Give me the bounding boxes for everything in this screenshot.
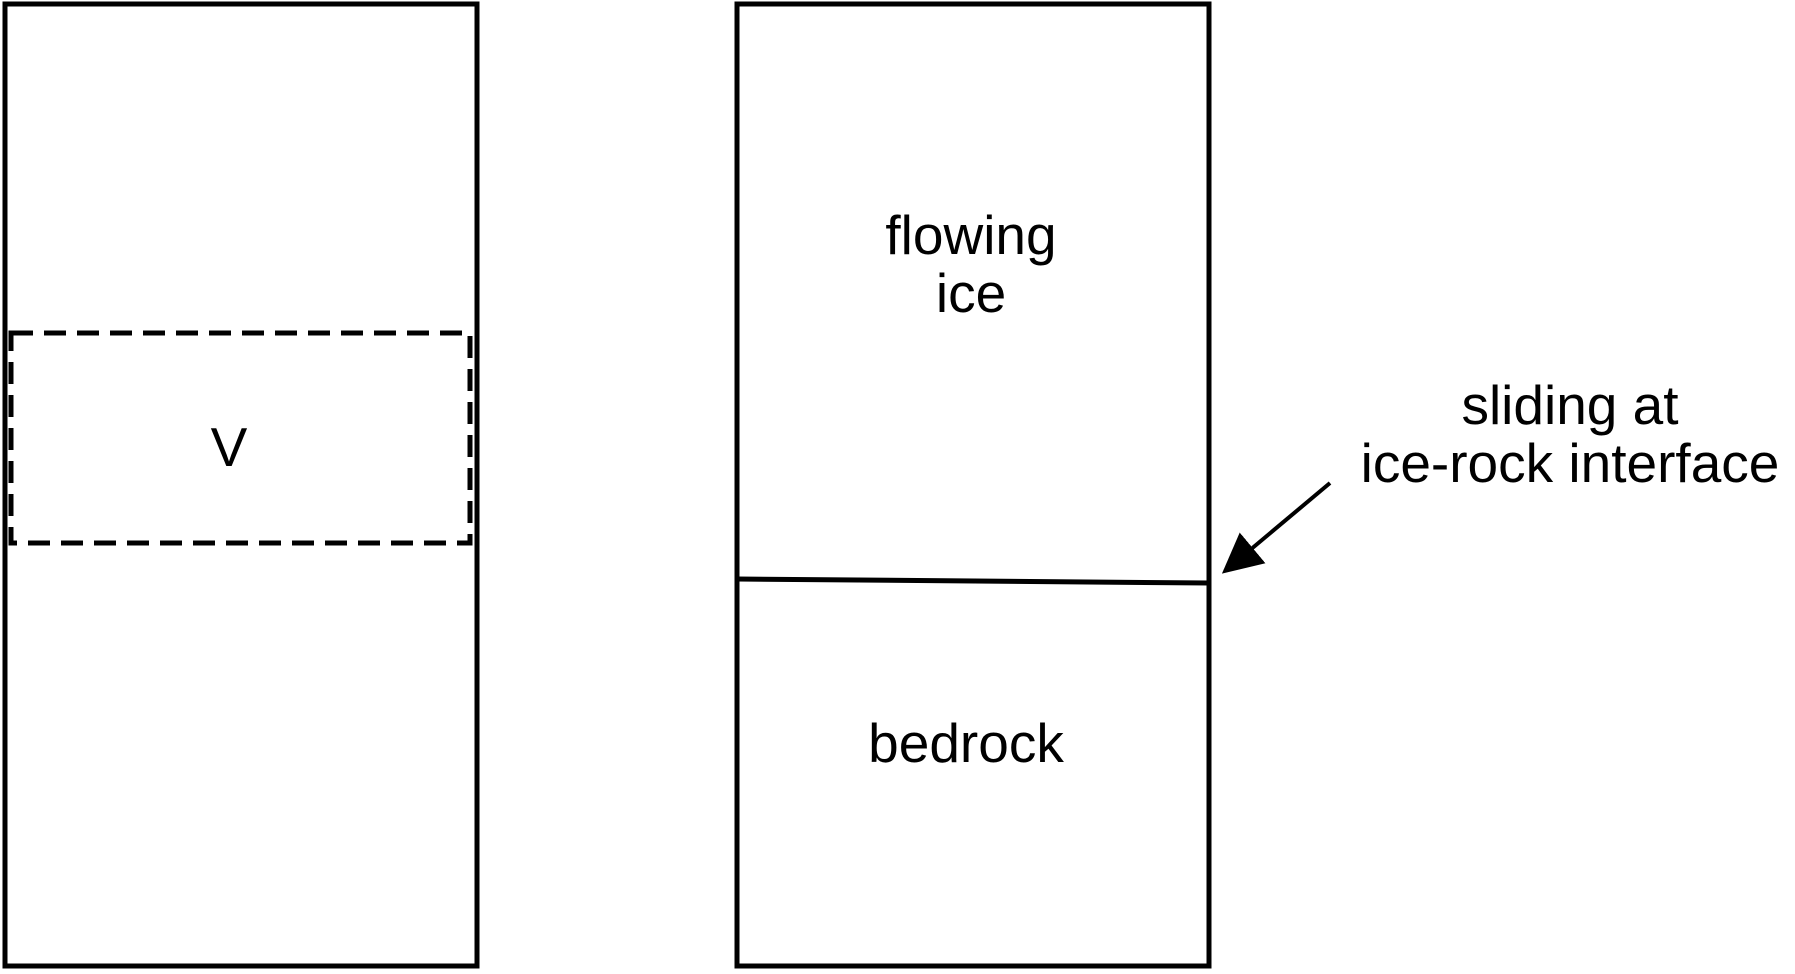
flowing-ice-label-line2: ice bbox=[936, 262, 1006, 324]
control-volume-box bbox=[8, 330, 473, 546]
left-column-outline bbox=[2, 1, 480, 969]
right-panel: flowing ice bedrock bbox=[734, 1, 1212, 969]
flowing-ice-label-line1: flowing bbox=[885, 204, 1056, 266]
sliding-annotation: sliding at ice-rock interface bbox=[1221, 374, 1780, 574]
control-volume-label: V bbox=[211, 416, 248, 478]
ice-rock-interface-line bbox=[736, 576, 1210, 586]
annotation-line2: ice-rock interface bbox=[1361, 432, 1780, 494]
right-column-outline bbox=[734, 1, 1212, 969]
left-panel: V bbox=[2, 1, 480, 969]
bedrock-label: bedrock bbox=[868, 712, 1064, 774]
annotation-arrow bbox=[1221, 481, 1332, 574]
annotation-line1: sliding at bbox=[1461, 374, 1678, 436]
